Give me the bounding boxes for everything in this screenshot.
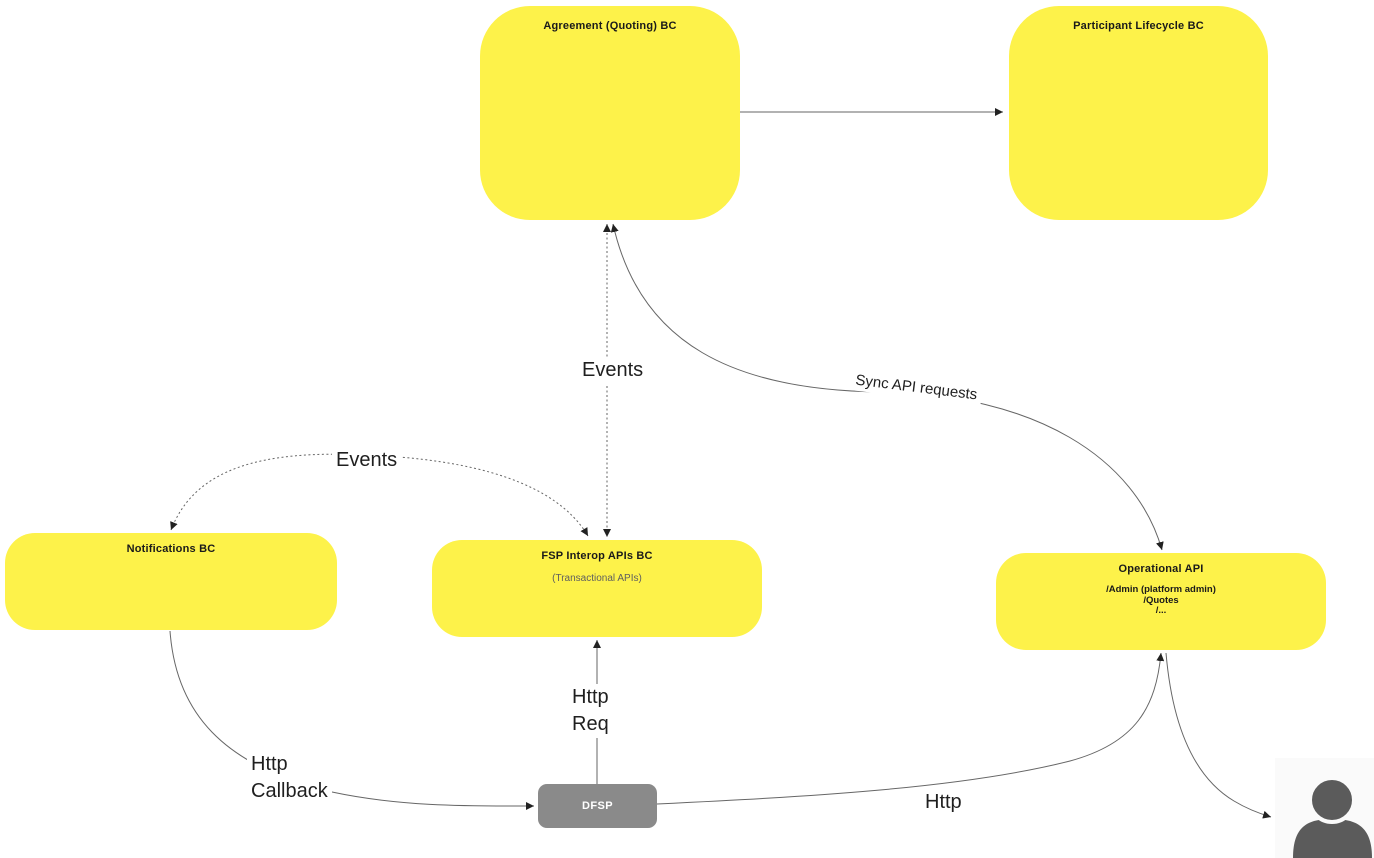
node-title: Notifications BC xyxy=(126,543,216,555)
edge-operational-to-user xyxy=(1165,652,1272,819)
node-title: Participant Lifecycle BC xyxy=(1073,20,1204,32)
edge-http-callback xyxy=(169,630,535,811)
edge-label-http-callback: Http Callback xyxy=(247,751,332,805)
node-operational-api: Operational API /Admin (platform admin) … xyxy=(996,553,1326,650)
edge-label-events-curve: Events xyxy=(332,447,402,474)
node-title: Agreement (Quoting) BC xyxy=(543,20,677,32)
user-tile xyxy=(1275,758,1374,858)
edge-label-http-req: Http Req xyxy=(568,684,613,738)
node-notifications-bc: Notifications BC xyxy=(5,533,337,630)
person-icon xyxy=(1293,776,1372,858)
edge-label-http: Http xyxy=(921,789,966,816)
node-title: DFSP xyxy=(582,800,613,812)
edge-label-events-vertical: Events xyxy=(578,357,648,384)
node-subtitle: (Transactional APIs) xyxy=(552,573,642,584)
node-agreement-quoting-bc: Agreement (Quoting) BC xyxy=(480,6,740,220)
endpoint-more: /... xyxy=(1155,605,1167,616)
node-participant-lifecycle-bc: Participant Lifecycle BC xyxy=(1009,6,1268,220)
node-dfsp: DFSP xyxy=(538,784,657,828)
node-fsp-interop-apis-bc: FSP Interop APIs BC (Transactional APIs) xyxy=(432,540,762,637)
node-title: Operational API xyxy=(1118,563,1204,575)
edge-http xyxy=(656,652,1165,805)
endpoint-quotes: /Quotes xyxy=(1143,594,1179,606)
node-title: FSP Interop APIs BC xyxy=(541,550,653,562)
endpoint-admin: /Admin (platform admin) xyxy=(1106,584,1216,595)
node-endpoints: /Admin (platform admin) /Quotes /... xyxy=(996,584,1326,617)
edge-label-sync-api-requests: Sync API requests xyxy=(850,370,983,406)
